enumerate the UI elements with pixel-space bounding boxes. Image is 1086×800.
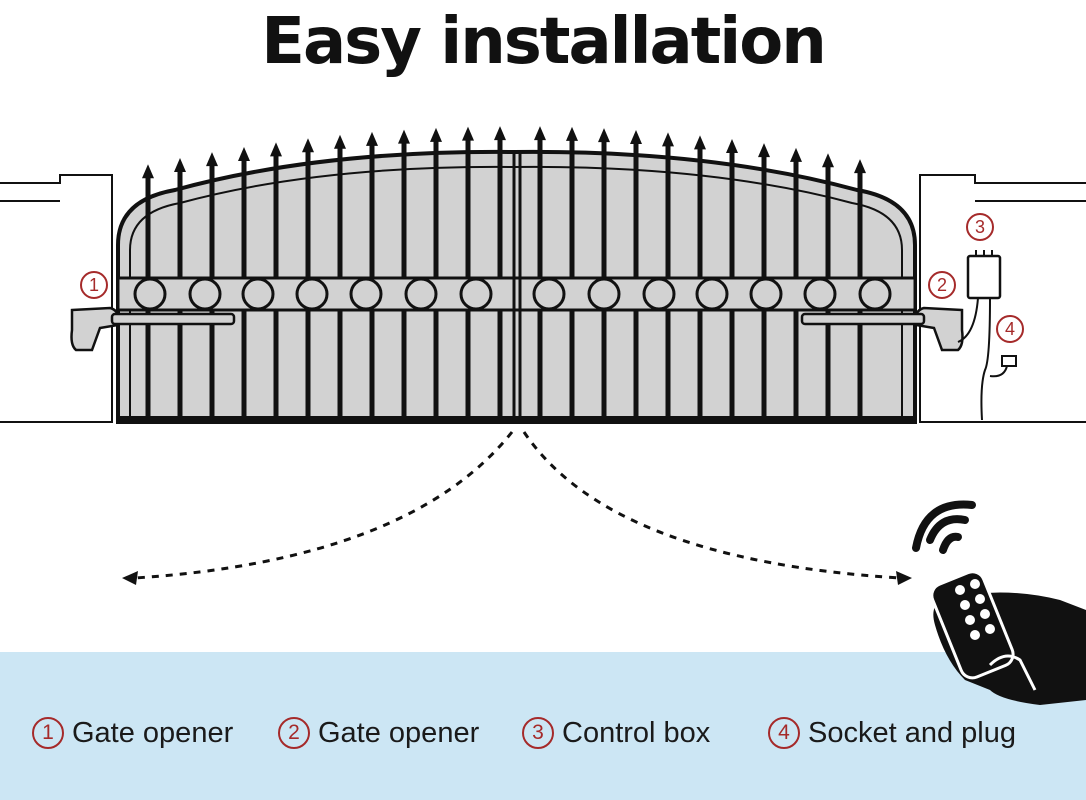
spear-tip [462, 126, 474, 141]
spear-tip [758, 143, 770, 158]
spear-tip [694, 135, 706, 150]
spear-tip [430, 127, 442, 142]
gate-ring [858, 277, 892, 311]
gate-ring [349, 277, 383, 311]
gate-ring [241, 277, 275, 311]
spear-tip [142, 164, 154, 179]
gate-ring [188, 277, 222, 311]
gate-ring [587, 277, 621, 311]
legend-number: 3 [522, 717, 554, 749]
legend-label: Control box [562, 716, 711, 749]
left-wall [0, 174, 113, 423]
spear-tip [534, 126, 546, 141]
gate-ring [295, 277, 329, 311]
spear-tip [206, 152, 218, 167]
gate-ring [749, 277, 783, 311]
wifi-signal-icon [912, 500, 976, 554]
gate-rings [133, 277, 892, 311]
gate-ring [133, 277, 167, 311]
gate-ring [459, 277, 493, 311]
legend-item-gate-opener-1: 1 Gate opener [32, 705, 233, 761]
legend-item-socket-and-plug: 4 Socket and plug [768, 705, 1016, 761]
legend-label: Gate opener [318, 716, 480, 749]
legend-number: 1 [32, 717, 64, 749]
callout-1: 1 [80, 271, 108, 299]
legend-item-gate-opener-2: 2 Gate opener [278, 705, 479, 761]
spear-tip [494, 126, 506, 141]
page-title: Easy installation [261, 5, 827, 79]
gate-bars [142, 126, 866, 418]
spear-tip [174, 157, 186, 172]
spear-tip [334, 134, 346, 149]
spear-tip [270, 142, 282, 157]
remote-control-icon [930, 570, 1086, 705]
gate-opener-right [800, 306, 964, 352]
callout-4: 4 [996, 315, 1024, 343]
spear-tip [630, 129, 642, 144]
spear-tip [662, 132, 674, 147]
control-box [957, 250, 1002, 421]
legend-item-control-box: 3 Control box [522, 705, 710, 761]
legend-number: 4 [768, 717, 800, 749]
legend: 1 Gate opener 2 Gate opener 3 Control bo… [0, 705, 1086, 761]
legend-label: Socket and plug [808, 716, 1016, 749]
swing-arrow-icon [134, 431, 901, 580]
legend-number: 2 [278, 717, 310, 749]
spear-tip [398, 129, 410, 144]
gate-ring [803, 277, 837, 311]
spear-tip [790, 147, 802, 162]
spear-tip [566, 126, 578, 141]
spear-tip [366, 131, 378, 146]
gate-ring [642, 277, 676, 311]
gate-ring [695, 277, 729, 311]
spear-tip [726, 139, 738, 154]
gate-ring [404, 277, 438, 311]
callout-2: 2 [928, 271, 956, 299]
spear-tip [302, 138, 314, 153]
spear-tip [238, 146, 250, 161]
gate-ring [532, 277, 566, 311]
socket [989, 355, 1017, 378]
gate-opener-left [70, 306, 236, 352]
spear-tip [854, 159, 866, 174]
legend-label: Gate opener [72, 716, 234, 749]
spear-tip [598, 128, 610, 143]
callout-3: 3 [966, 213, 994, 241]
right-wall [919, 174, 1086, 423]
gate-rail [116, 276, 917, 312]
spear-tip [822, 153, 834, 168]
